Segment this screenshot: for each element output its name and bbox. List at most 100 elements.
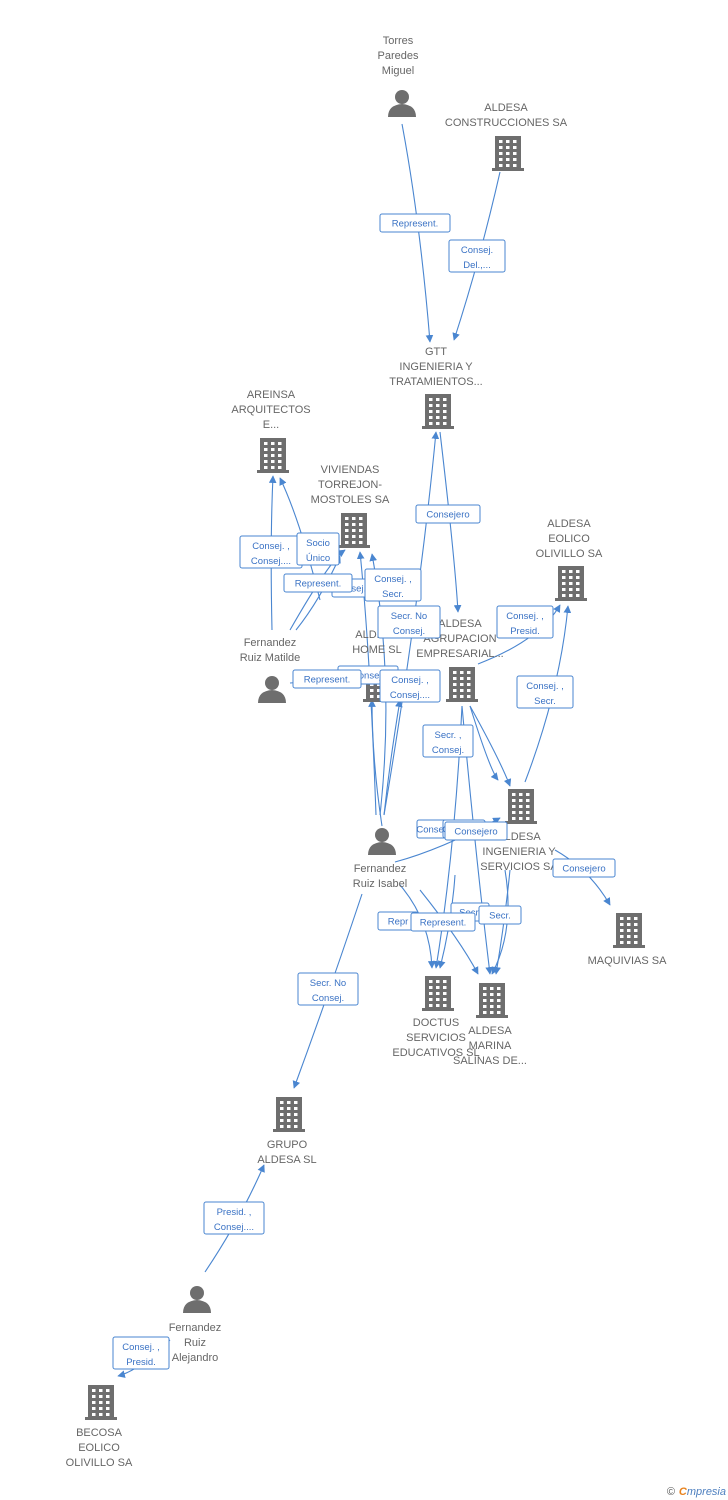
node-label: Ruiz [184,1337,206,1349]
node-label: INGENIERIA Y [399,361,473,373]
edge-label-text: Presid. , [217,1207,252,1218]
edge-label[interactable]: Consej. ,Presid. [496,605,554,639]
company-node[interactable]: BECOSA EOLICO OLIVILLO SA [66,1385,133,1469]
edge-label-text: Consej. , [526,681,564,692]
node-label: Alejandro [172,1352,218,1364]
edge-label-text: Consej. , [506,611,544,622]
company-node[interactable]: AREINSAARQUITECTOSE... [231,389,311,473]
node-label: TORREJON- [318,479,382,491]
node-label: BECOSA [76,1427,123,1439]
edge-label[interactable]: Consej.Del.,... [448,239,506,273]
edge-label[interactable]: Consejero [552,858,616,878]
edge-label-box [296,532,340,566]
relation-edge [401,123,434,343]
edge-label[interactable]: Consej. ,Consej.... [379,669,441,703]
node-label: HOME SL [352,644,402,656]
edge-label-text: Secr. [382,589,404,600]
node-label: ALDESA [497,831,541,843]
edge-label-text: Repr [388,917,409,928]
building-icon [273,1097,305,1132]
node-label: OLIVILLO SA [66,1457,133,1469]
node-label: Fernandez [169,1322,222,1334]
node-label: Torres [383,35,414,47]
edge-label-text: Consej. [312,993,344,1004]
edge-label-text: Secr. , [435,730,462,741]
node-label: EOLICO [548,533,590,545]
edge-label[interactable]: Secr. , Consej. [422,724,474,758]
edge-label[interactable]: Consej. , Secr. [364,568,422,602]
building-icon [422,394,454,429]
node-label: MARINA [469,1040,512,1052]
edge-label[interactable]: Consejero [415,504,481,524]
edge-label-text: Represent. [420,918,466,929]
edge-label-box [379,669,441,703]
building-icon [257,438,289,473]
edge-label-box [422,724,474,758]
connector-line [469,705,499,781]
node-label: EOLICO [78,1442,120,1454]
edge-label-text: Consej. [432,745,464,756]
edge-label[interactable]: Presid. ,Consej.... [203,1201,265,1235]
company-node[interactable]: VIVIENDAS TORREJON- MOSTOLES SA [311,464,390,548]
empresia-logo[interactable]: ©Cmpresia [667,1486,726,1498]
person-icon [368,828,396,855]
edge-label[interactable]: Represent. [283,573,353,593]
node-label: EMPRESARIAL... [416,648,503,660]
node-label: OLIVILLO SA [536,548,603,560]
building-icon [85,1385,117,1420]
node-label: GTT [425,346,447,358]
company-node[interactable]: ALDESAAGRUPACIONEMPRESARIAL... [416,618,504,702]
building-icon [422,976,454,1011]
node-label: Ruiz Matilde [240,652,301,664]
edge-label[interactable]: Consej. ,Secr. [516,675,574,709]
edge-label-text: Consej. , [374,574,412,585]
edge-label-box [297,972,359,1006]
node-label: ALDESA [468,1025,512,1037]
edge-label[interactable]: Consej. ,Consej.... [239,535,303,569]
person-icon [258,676,286,703]
brand-initial: C [678,1486,687,1498]
node-label: AGRUPACION [423,633,496,645]
edge-label-box [478,905,522,925]
edge-label[interactable]: Secr. [478,905,522,925]
node-label: E... [263,419,280,431]
node-label: Fernandez [244,637,297,649]
edge-label-text: Consej. [461,245,493,256]
building-icon [446,667,478,702]
node-label: MOSTOLES SA [311,494,390,506]
edge-label-box [496,605,554,639]
node-label: VIVIENDAS [321,464,380,476]
edge-label-text: Represent. [392,219,438,230]
edge-label-text: Consejero [454,827,497,838]
edge-label[interactable]: Consej. ,Presid. [112,1336,170,1370]
edge-label[interactable]: Represent. [379,213,451,233]
connector-line [439,431,462,613]
edge-label-box [292,669,362,689]
company-node[interactable]: MAQUIVIAS SA [588,913,668,967]
edge-label-text: Único [306,553,330,564]
node-label: INGENIERIA Y [482,846,556,858]
edge-label-text: Consejero [416,825,459,836]
edge-label[interactable]: Represent. [410,912,476,932]
edge-label-text: Consej. , [122,1342,160,1353]
edge-label[interactable]: Represent. [292,669,362,689]
edge-label-text: Socio [306,538,330,549]
edge-label-text: Consej. [352,671,384,682]
edge-label[interactable]: Consejero [444,821,508,841]
node-label: CONSTRUCCIONES SA [445,117,568,129]
